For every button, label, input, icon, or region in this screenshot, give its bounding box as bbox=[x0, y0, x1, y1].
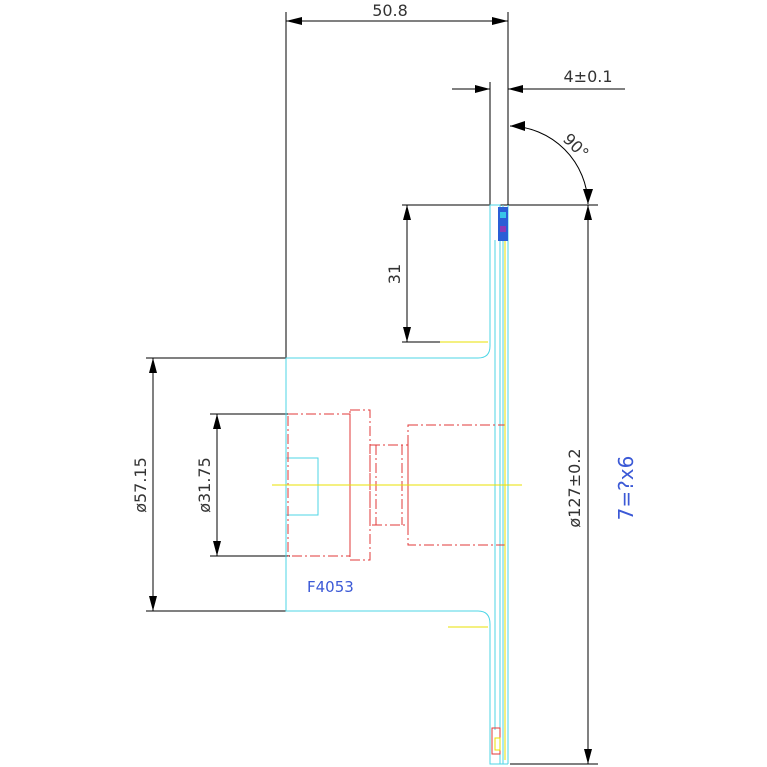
dimension-width-top: 50.8 bbox=[285, 1, 509, 358]
part-code-label: F4053 bbox=[307, 578, 354, 596]
marker-bottom bbox=[491, 727, 501, 755]
marker-top bbox=[498, 207, 508, 241]
dimension-diameter-small: ø31.75 bbox=[195, 413, 290, 557]
centre-lines bbox=[272, 220, 522, 760]
dimension-diameter-large: ø57.15 bbox=[131, 357, 288, 612]
dimension-thickness: 4±0.1 bbox=[452, 67, 625, 205]
dim-label-depth: 31 bbox=[385, 264, 404, 284]
dim-label-diameter-small: ø31.75 bbox=[195, 457, 214, 513]
dim-label-diameter-large: ø57.15 bbox=[131, 457, 150, 513]
dimension-depth: 31 bbox=[385, 205, 448, 343]
dim-label-angle: 90° bbox=[559, 129, 592, 162]
dimension-diameter-outer: ø127±0.2 bbox=[510, 205, 598, 765]
dim-label-width-top: 50.8 bbox=[372, 1, 408, 20]
dim-label-thickness: 4±0.1 bbox=[563, 67, 612, 86]
formula-label: 7=?x6 bbox=[614, 456, 638, 521]
dimension-angle: 90° bbox=[509, 121, 593, 205]
dim-label-diameter-outer: ø127±0.2 bbox=[565, 448, 584, 527]
